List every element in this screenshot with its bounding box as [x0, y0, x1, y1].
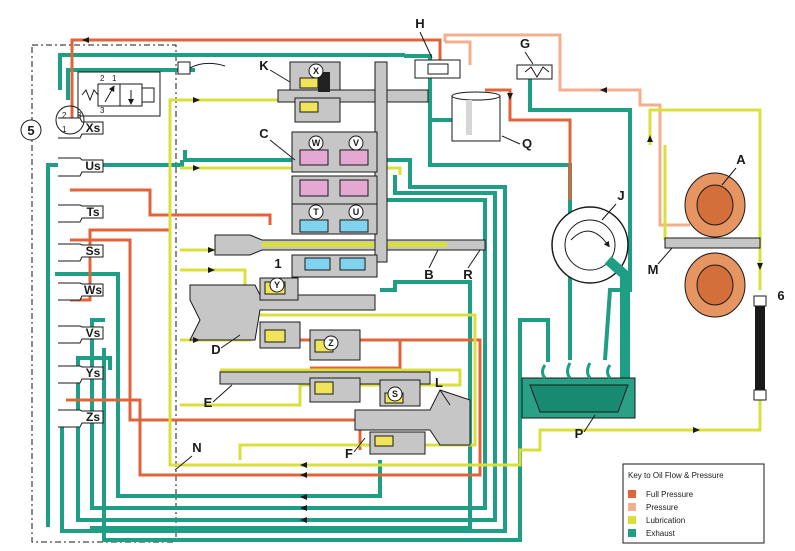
clutch-label-v: V	[353, 138, 359, 148]
clutch-label-s: S	[392, 389, 398, 399]
label-q: Q	[522, 136, 532, 151]
symbol-port-2: 2	[62, 111, 67, 120]
legend-label-full-pressure: Full Pressure	[646, 490, 694, 499]
valve-ts: Ts	[58, 204, 104, 223]
callout-5-circle	[20, 119, 42, 141]
component-labels: H G K C Q A J 1 B R M 6 D L E P N F	[174, 16, 785, 471]
valve-stack: Xs Us Ts Ss Ws Vs Ys Zs	[58, 117, 104, 428]
label-n: N	[192, 440, 201, 455]
clutch-label-y: Y	[274, 280, 280, 290]
legend-label-exhaust: Exhaust	[646, 529, 676, 538]
label-c: C	[259, 126, 269, 141]
symbol-port-3-upper: 3	[100, 106, 105, 115]
exhaust-lines	[46, 53, 632, 542]
label-m: M	[648, 262, 659, 277]
legend-label-lubrication: Lubrication	[646, 516, 685, 525]
label-h: H	[415, 16, 424, 31]
symbol-port-1: 1	[62, 125, 67, 134]
valve-label-ws: Ws	[84, 283, 102, 297]
oil-cooler-6	[753, 295, 767, 401]
valve-label-ts: Ts	[86, 205, 99, 219]
clutch-label-t: T	[313, 207, 319, 217]
gearbox-components	[189, 61, 486, 455]
torque-converter-a	[664, 172, 761, 318]
label-j: J	[617, 188, 624, 203]
valve-ss: Ss	[58, 243, 104, 262]
label-d: D	[211, 342, 220, 357]
legend-label-pressure: Pressure	[646, 503, 679, 512]
valve-label-ys: Ys	[86, 366, 101, 380]
valve-block-outline	[31, 44, 177, 543]
sensor-plug	[177, 61, 191, 75]
legend-title: Key to Oil Flow & Pressure	[628, 471, 724, 480]
flow-arrows	[82, 37, 763, 523]
valve-ys: Ys	[58, 365, 104, 384]
valve-label-ss: Ss	[86, 244, 101, 258]
valve-label-zs: Zs	[86, 410, 100, 424]
valve-label-vs: Vs	[86, 326, 101, 340]
regulator-g	[516, 64, 553, 80]
valve-ws: Ws	[58, 282, 104, 301]
valve-zs: Zs	[58, 409, 104, 428]
clutch-label-x: X	[313, 66, 319, 76]
clutch-label-w: W	[312, 138, 321, 148]
valve-h	[414, 59, 461, 79]
valve-us: Us	[58, 157, 104, 177]
legend: Key to Oil Flow & Pressure Full Pressure…	[622, 463, 765, 544]
sensor-wire	[189, 62, 226, 69]
callout-5: 5	[27, 123, 34, 138]
label-6: 6	[777, 288, 784, 303]
sump-p	[521, 362, 636, 419]
label-k: K	[259, 58, 269, 73]
pump-j	[551, 206, 630, 390]
legend-item-lubrication: Lubrication	[628, 516, 685, 525]
legend-item-exhaust: Exhaust	[628, 529, 676, 538]
clutch-label-z: Z	[328, 338, 334, 348]
label-f: F	[345, 446, 353, 461]
valve-label-us: Us	[85, 159, 101, 173]
symbol-port-2-upper: 2	[100, 74, 105, 83]
legend-box	[622, 463, 765, 544]
label-e: E	[204, 395, 213, 410]
clutch-labels: X W V T U Y Z S	[269, 63, 403, 402]
reservoir-q	[451, 91, 501, 142]
label-l: L	[435, 375, 443, 390]
label-1: 1	[274, 256, 281, 271]
pressure-lines	[443, 33, 690, 227]
label-r: R	[463, 267, 473, 282]
legend-item-pressure: Pressure	[628, 503, 679, 512]
valve-xs: Xs	[58, 117, 104, 139]
label-p: P	[575, 426, 584, 441]
valve-vs: Vs	[58, 325, 104, 344]
valve-label-xs: Xs	[86, 121, 101, 135]
clutch-label-u: U	[353, 207, 360, 217]
symbol-port-1-upper: 1	[112, 74, 117, 83]
label-a: A	[736, 152, 746, 167]
label-g: G	[520, 36, 530, 51]
solenoid-valve-symbol: 2 1 3 2 3 1	[55, 71, 161, 135]
label-b: B	[424, 267, 433, 282]
symbol-port-3: 3	[77, 111, 82, 120]
legend-item-full-pressure: Full Pressure	[628, 490, 694, 499]
